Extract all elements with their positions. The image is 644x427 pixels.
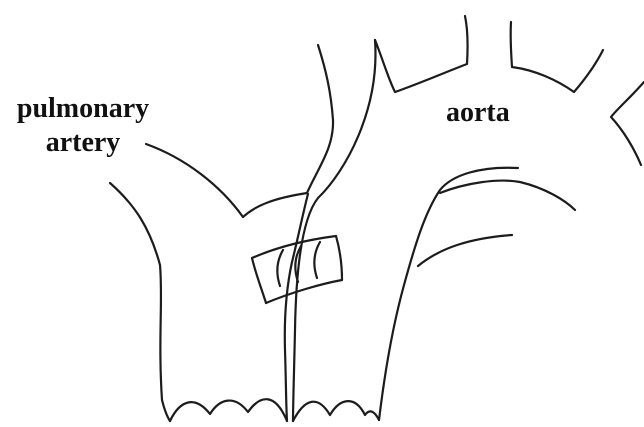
aortic-arch-branch-1 <box>375 16 468 92</box>
aorta-label: aorta <box>446 96 510 130</box>
pulmonary-valve-cusps <box>170 399 287 421</box>
shunt-band-stripe-1 <box>277 250 283 286</box>
pulmonary-label-line2: artery <box>8 126 158 160</box>
aortic-arch-branch-3 <box>611 82 644 165</box>
shunt-band-right <box>336 236 342 280</box>
pulmonary-artery-left-wall <box>110 183 170 421</box>
aorta-right-wall <box>379 168 518 420</box>
aortic-arch-branch-2 <box>511 22 603 92</box>
pulmonary-artery-label: pulmonary artery <box>8 92 158 160</box>
pulmonary-label-line1: pulmonary <box>8 92 158 126</box>
shunt-band-left <box>252 258 266 303</box>
aortic-valve-cusps <box>293 401 379 421</box>
pulmonary-artery-branch <box>307 45 333 193</box>
shunt-band-bottom <box>266 280 342 303</box>
aorta-inner-lower <box>418 235 512 266</box>
aorta-inner-upper <box>440 181 575 210</box>
shunt-band-stripe-3 <box>314 242 320 278</box>
pulmonary-artery-upper-left-wall <box>146 144 243 217</box>
aorta-left-wall <box>293 40 375 421</box>
pulmonary-artery-bifurcation <box>243 193 307 217</box>
